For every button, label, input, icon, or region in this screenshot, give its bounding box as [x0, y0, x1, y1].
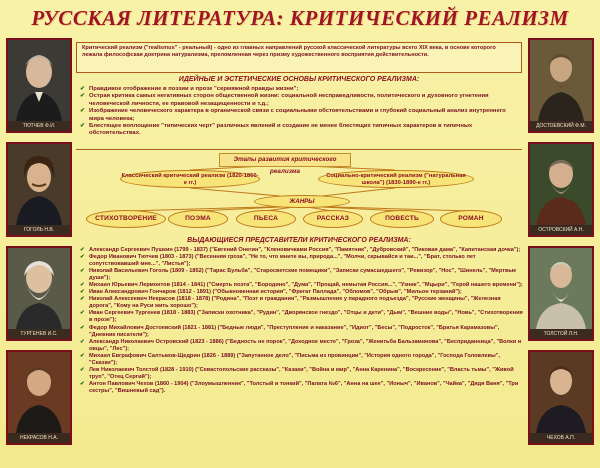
check-icon: ✔	[80, 86, 85, 92]
portrait-chekhov: ЧЕХОВ А.П.	[528, 350, 594, 445]
portrait-nekrasov: НЕКРАСОВ Н.А.	[6, 350, 72, 445]
list-item-text: Александр Сергеевич Пушкин (1799 - 1837)…	[89, 247, 521, 253]
portrait-caption: ЧЕХОВ А.П.	[530, 433, 592, 443]
intro-definition: Критический реализм ("realismus" - реаль…	[76, 42, 522, 73]
portrait-gogol: ГОГОЛЬ Н.В.	[6, 142, 72, 237]
list-item-text: Николай Алексеевич Некрасов (1818 - 1878…	[89, 296, 501, 310]
check-icon: ✔	[80, 254, 85, 261]
list-item: ✔ Изображение человеческого характера в о…	[80, 108, 520, 123]
portrait-image	[530, 144, 592, 225]
portrait-image	[8, 248, 70, 329]
stage-classic: Классический критический реализм (1820-1…	[120, 170, 260, 188]
check-icon: ✔	[80, 282, 85, 289]
list-item: ✔ Александр Сергеевич Пушкин (1799 - 1837…	[80, 247, 524, 254]
check-icon: ✔	[80, 352, 85, 359]
list-item: ✔ Иван Александрович Гончаров (1812 - 189…	[80, 289, 524, 296]
list-item: ✔ Федор Иванович Тютчев (1803 - 1873) ("В…	[80, 254, 524, 268]
portrait-caption: ТЮТЧЕВ Ф.И.	[8, 121, 70, 131]
check-icon: ✔	[80, 289, 85, 296]
genres-label: ЖАНРЫ	[254, 195, 350, 208]
portrait-ostrovsky: ОСТРОВСКИЙ А.Н.	[528, 142, 594, 237]
list-item-text: Федор Михайлович Достоевский (1821 - 188…	[89, 324, 500, 338]
genre-story: РАССКАЗ	[303, 210, 363, 228]
check-icon: ✔	[80, 247, 85, 253]
list-item: ✔ Федор Михайлович Достоевский (1821 - 18…	[80, 325, 524, 339]
genre-play: ПЬЕСА	[236, 210, 296, 228]
portrait-dostoevsky: ДОСТОЕВСКИЙ Ф.М.	[528, 38, 594, 133]
list-item: ✔ Острая критика самых негативных сторон …	[80, 93, 520, 108]
list-item: ✔ Блестящее воплощение "типических черт" …	[80, 123, 520, 138]
list-item-text: Иван Александрович Гончаров (1812 - 1891…	[89, 289, 462, 296]
list-item-text: Блестящее воплощение "типических черт" р…	[89, 123, 473, 137]
list-item: ✔ Михаил Евграфович Салтыков-Щедрин (1826…	[80, 353, 524, 367]
check-icon: ✔	[80, 123, 85, 130]
list-item-text: Изображение человеческого характера в ор…	[89, 108, 506, 122]
check-icon: ✔	[80, 268, 85, 275]
check-icon: ✔	[80, 93, 85, 100]
list-item-text: Михаил Юрьевич Лермонтов (1814 - 1841) (…	[89, 282, 523, 289]
check-icon: ✔	[80, 366, 85, 373]
list-item-text: Лев Николаевич Толстой (1828 - 1910) ("С…	[89, 366, 514, 380]
list-item-text: Антон Павлович Чехов (1860 - 1904) ("Зло…	[89, 380, 519, 394]
portrait-image	[8, 352, 70, 433]
list-item: ✔ Александр Николаевич Островский (1823 -…	[80, 339, 524, 353]
check-icon: ✔	[80, 108, 85, 115]
portrait-image	[530, 40, 592, 121]
divider	[76, 149, 522, 150]
genre-novel: РОМАН	[440, 210, 502, 228]
list-item-text: Иван Сергеевич Тургенев (1818 - 1883) ("…	[89, 310, 523, 324]
genre-poema: ПОЭМА	[168, 210, 228, 228]
representatives-heading: ВЫДАЮЩИЕСЯ ПРЕДСТАВИТЕЛИ КРИТИЧЕСКОГО РЕ…	[187, 237, 411, 244]
portrait-caption: ТУРГЕНЕВ И.С.	[8, 329, 70, 339]
list-item: ✔ Николай Васильевич Гоголь (1809 - 1852)…	[80, 268, 524, 282]
stages-label: Этапы развития критического реализма	[219, 153, 351, 175]
list-item-text: Александр Николаевич Островский (1823 - …	[89, 338, 522, 352]
portrait-caption: ДОСТОЕВСКИЙ Ф.М.	[530, 121, 592, 131]
writers-list: ✔ Александр Сергеевич Пушкин (1799 - 1837…	[80, 247, 524, 395]
poster-title: РУССКАЯ ЛИТЕРАТУРА: КРИТИЧЕСКИЙ РЕАЛИЗМ	[31, 6, 569, 30]
list-item: ✔ Лев Николаевич Толстой (1828 - 1910) ("…	[80, 367, 524, 381]
check-icon: ✔	[80, 380, 85, 387]
portrait-caption: НЕКРАСОВ Н.А.	[8, 433, 70, 443]
check-icon: ✔	[80, 338, 85, 345]
portrait-image	[530, 352, 592, 433]
portrait-image	[530, 248, 592, 329]
portrait-tyutchev: ТЮТЧЕВ Ф.И.	[6, 38, 72, 133]
list-item: ✔ Иван Сергеевич Тургенев (1818 - 1883) (…	[80, 310, 524, 324]
list-item: ✔ Правдивое отображение в поэзии и прозе …	[80, 86, 520, 93]
list-item: ✔ Николай Алексеевич Некрасов (1818 - 187…	[80, 296, 524, 310]
list-item-text: Острая критика самых негативных сторон о…	[89, 93, 489, 107]
portrait-tolstoy: ТОЛСТОЙ Л.Н.	[528, 246, 594, 341]
portrait-caption: ТОЛСТОЙ Л.Н.	[530, 329, 592, 339]
list-item: ✔ Михаил Юрьевич Лермонтов (1814 - 1841) …	[80, 282, 524, 289]
check-icon: ✔	[80, 324, 85, 331]
stage-social: Социально-критический реализм ("натураль…	[318, 170, 474, 188]
portrait-image	[8, 40, 70, 121]
portrait-caption: ОСТРОВСКИЙ А.Н.	[530, 225, 592, 235]
portrait-turgenev: ТУРГЕНЕВ И.С.	[6, 246, 72, 341]
list-item-text: Федор Иванович Тютчев (1803 - 1873) ("Ве…	[89, 254, 476, 268]
basics-heading: ИДЕЙНЫЕ И ЭСТЕТИЧЕСКИЕ ОСНОВЫ КРИТИЧЕСКО…	[178, 76, 420, 83]
portrait-caption: ГОГОЛЬ Н.В.	[8, 225, 70, 235]
portrait-image	[8, 144, 70, 225]
list-item-text: Правдивое отображение в поэзии и прозе "…	[89, 86, 299, 92]
list-item-text: Михаил Евграфович Салтыков-Щедрин (1826 …	[89, 352, 500, 366]
list-item: ✔ Антон Павлович Чехов (1860 - 1904) ("Зл…	[80, 381, 524, 395]
check-icon: ✔	[80, 296, 85, 303]
check-icon: ✔	[80, 310, 85, 317]
genre-novella: ПОВЕСТЬ	[370, 210, 434, 228]
basics-list: ✔ Правдивое отображение в поэзии и прозе …	[80, 86, 520, 138]
list-item-text: Николай Васильевич Гоголь (1809 - 1852) …	[89, 268, 517, 282]
genre-poem-lyric: СТИХОТВОРЕНИЕ	[86, 210, 166, 228]
